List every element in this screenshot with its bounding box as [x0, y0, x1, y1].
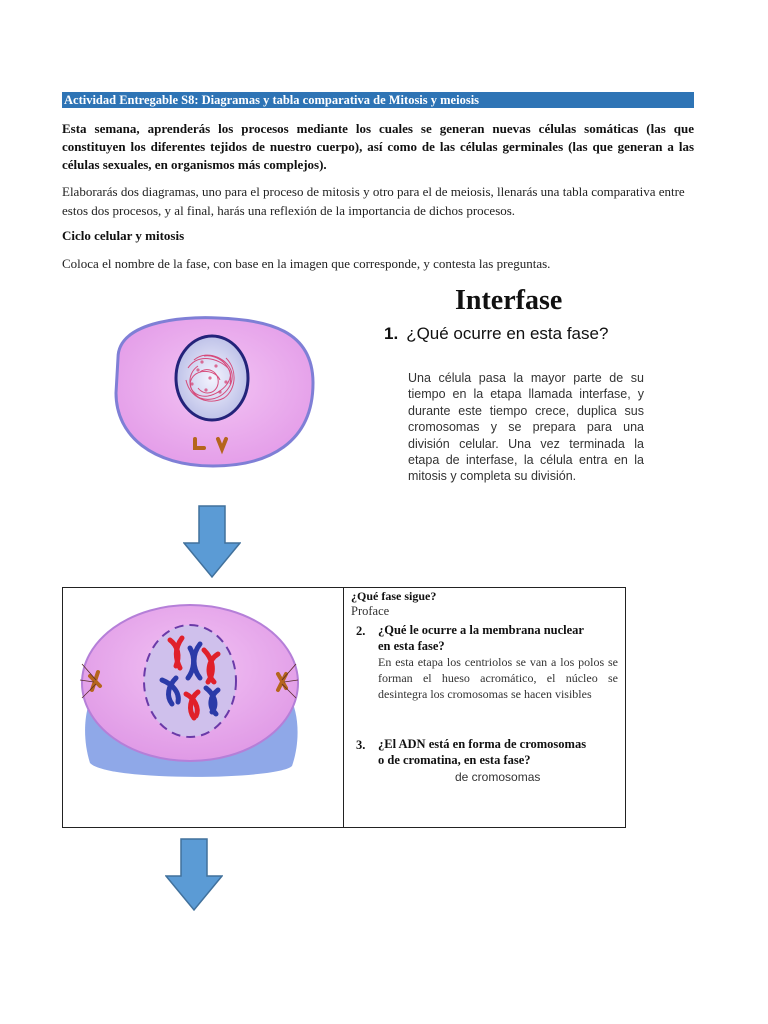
spindle-fibers	[79, 663, 299, 699]
question-2: ¿Qué le ocurre a la membrana nuclear en …	[378, 622, 584, 654]
question-3-number: 3.	[356, 738, 366, 752]
down-arrow-icon	[165, 838, 223, 912]
phase-title: Interfase	[455, 285, 563, 316]
question-1-text: ¿Qué ocurre en esta fase?	[406, 324, 609, 343]
question-3-line2: o de cromatina, en esta fase?	[378, 753, 531, 767]
question-1-number: 1.	[384, 324, 399, 343]
nucleus	[174, 334, 250, 422]
document-title-bar: Actividad Entregable S8: Diagramas y tab…	[62, 92, 694, 108]
question-2-line2: en esta fase?	[378, 639, 445, 653]
question-2-number: 2.	[356, 624, 366, 638]
centrioles	[193, 437, 228, 455]
chromatin	[185, 354, 235, 402]
section-heading: Ciclo celular y mitosis	[62, 228, 185, 243]
answer-3: de cromosomas	[455, 770, 541, 784]
question-3-line1: ¿El ADN está en forma de cromosomas	[378, 737, 587, 751]
next-phase-answer: Proface	[351, 604, 390, 618]
answer-1: Una célula pasa la mayor parte de su tie…	[408, 371, 644, 484]
prophase-cell-illustration	[79, 604, 299, 777]
answer-2: En esta etapa los centriolos se van a lo…	[378, 655, 618, 702]
chromosomes	[159, 635, 221, 721]
question-2-line1: ¿Qué le ocurre a la membrana nuclear	[378, 623, 584, 637]
chromatin-dots	[190, 360, 228, 394]
next-phase-question: ¿Qué fase sigue?	[351, 589, 437, 603]
interphase-cell-illustration	[114, 316, 315, 468]
instruction-text: Coloca el nombre de la fase, con base en…	[62, 256, 551, 271]
nuclear-envelope	[143, 624, 237, 738]
intro-bold-paragraph: Esta semana, aprenderás los procesos med…	[62, 121, 694, 172]
down-arrow-icon	[183, 505, 241, 579]
question-1: 1. ¿Qué ocurre en esta fase?	[384, 324, 608, 344]
phase-table	[62, 587, 626, 828]
question-3: ¿El ADN está en forma de cromosomas o de…	[378, 736, 586, 768]
intro-paragraph: Elaborarás dos diagramas, uno para el pr…	[62, 184, 685, 218]
table-divider	[343, 587, 344, 828]
